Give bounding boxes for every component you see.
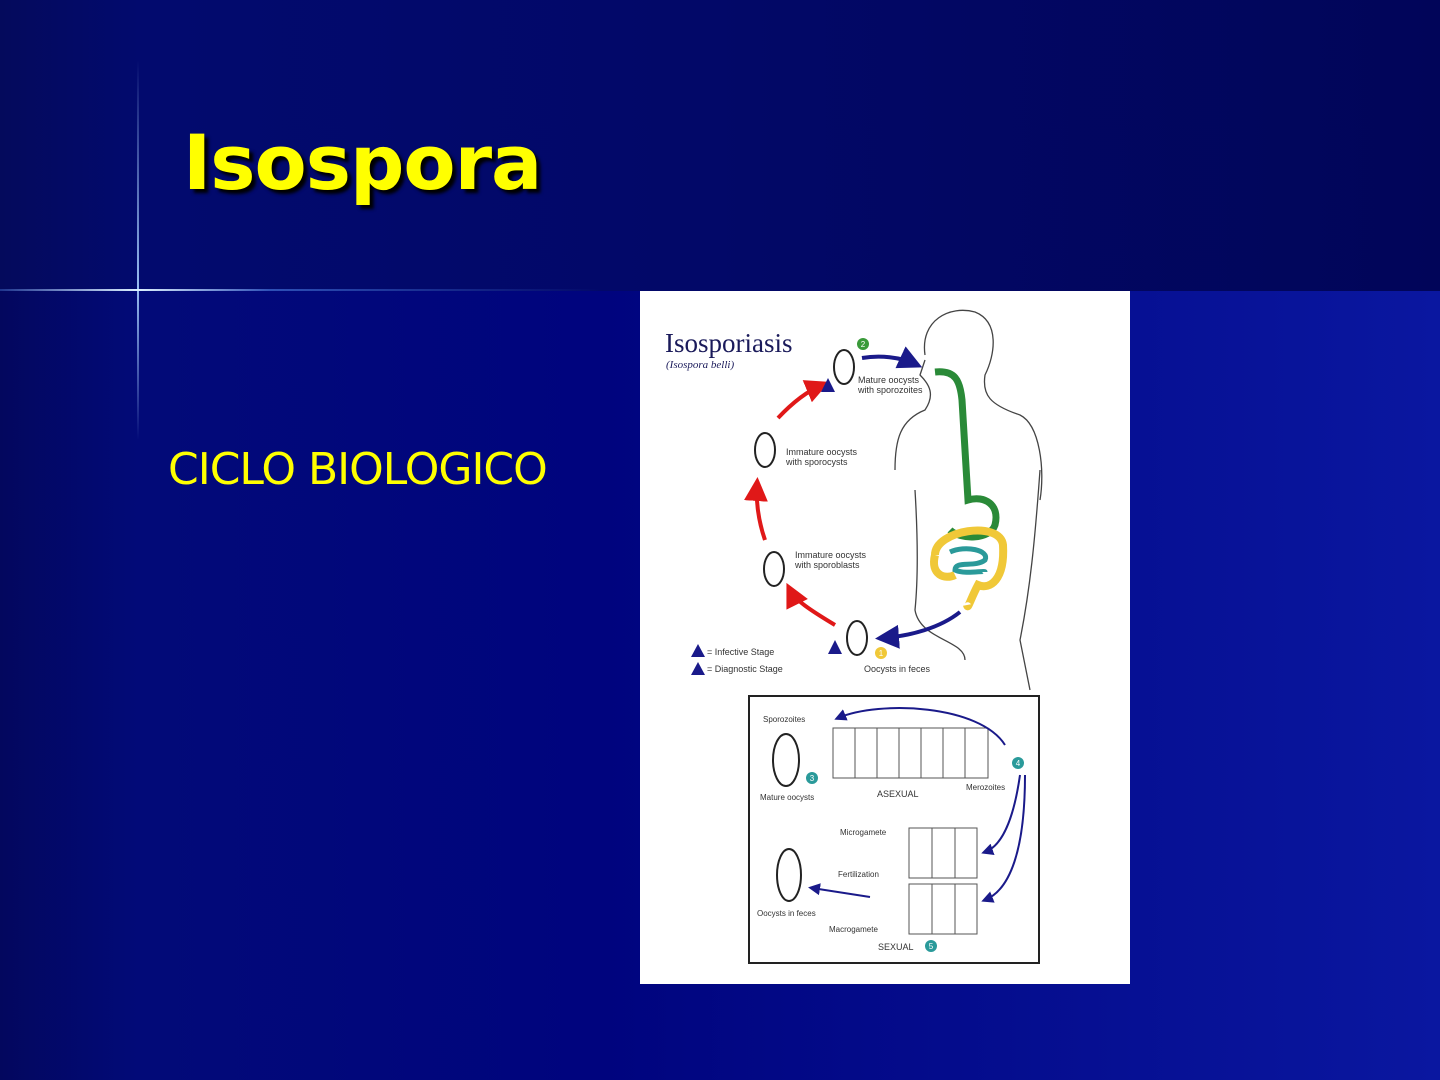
- cycle-arrow-red-3: [776, 380, 830, 420]
- title-band: [0, 0, 1440, 291]
- inset-fertilization: Fertilization: [838, 870, 879, 879]
- inset-feces-oocyst: [776, 848, 802, 902]
- inset-merozoites: Merozoites: [966, 783, 1005, 792]
- label-mature-2: with sporozoites: [857, 385, 923, 395]
- label-sporoblasts-1: Immature oocysts: [795, 550, 867, 560]
- figure-subtitle: (Isospora belli): [666, 359, 734, 371]
- inset-mature-oocysts: Mature oocysts: [760, 793, 814, 802]
- step-2-badge: [857, 338, 869, 350]
- inset-arrow-feces: [808, 883, 871, 898]
- slide-title: Isospora: [183, 118, 542, 207]
- step-4-number: 4: [1016, 759, 1021, 768]
- cycle-arrow-blue-bottom: [875, 610, 962, 649]
- human-body-outline: [894, 309, 1043, 691]
- label-sporocysts-2: with sporocysts: [785, 457, 848, 467]
- oocyst-sporoblasts: [763, 551, 785, 587]
- step-1-number: 1: [879, 649, 884, 658]
- colon: [930, 526, 1008, 611]
- oocyst-feces: [846, 620, 868, 656]
- inset-macrogamete: Macrogamete: [829, 925, 878, 934]
- inset-arrow-top: [834, 707, 1006, 746]
- step-5-badge: [925, 940, 937, 952]
- life-cycle-figure: Isosporiasis (Isospora belli) 2 1 Mature…: [640, 291, 1130, 984]
- inset-sexual: SEXUAL: [878, 942, 914, 952]
- figure-title: Isosporiasis: [665, 328, 793, 358]
- step-3-number: 3: [810, 774, 815, 783]
- inset-asexual: ASEXUAL: [877, 789, 919, 799]
- esophagus-stomach: [934, 368, 1000, 541]
- inset-sporozoites: Sporozoites: [763, 715, 805, 724]
- label-sporoblasts-2: with sporoblasts: [794, 560, 860, 570]
- cycle-arrow-red-1: [786, 582, 837, 627]
- infective-stage-icon: [821, 378, 835, 392]
- slide-bullet: CICLO BIOLOGICO: [168, 444, 548, 495]
- legend-diagnostic-icon: [691, 662, 705, 675]
- label-feces: Oocysts in feces: [864, 664, 931, 674]
- step-2-number: 2: [861, 340, 866, 349]
- step-1-badge: [875, 647, 887, 659]
- inset-arrow-macro: [981, 774, 1026, 903]
- label-sporocysts-1: Immature oocysts: [786, 447, 858, 457]
- inset-box: [748, 695, 1040, 964]
- legend-infective-icon: [691, 644, 705, 657]
- inset-oocysts-feces: Oocysts in feces: [757, 909, 816, 918]
- decorative-vertical-line: [137, 60, 139, 440]
- step-4-badge: [1012, 757, 1024, 769]
- asexual-cells: [832, 727, 989, 935]
- step-3-badge: [806, 772, 818, 784]
- inset-microgamete: Microgamete: [840, 828, 887, 837]
- label-mature-1: Mature oocysts: [858, 375, 920, 385]
- legend-diagnostic: = Diagnostic Stage: [707, 664, 783, 674]
- cycle-arrow-blue-top: [861, 346, 923, 369]
- inset-mature-oocyst: [772, 733, 800, 787]
- decorative-horizontal-line: [0, 289, 600, 291]
- small-intestine: [948, 546, 989, 575]
- diagnostic-stage-icon: [828, 640, 842, 654]
- step-5-number: 5: [929, 942, 934, 951]
- cycle-arrow-red-2: [743, 477, 768, 541]
- oocyst-mature: [833, 349, 855, 385]
- oocyst-sporocysts: [754, 432, 776, 468]
- inset-arrow-micro: [981, 774, 1021, 856]
- legend-infective: = Infective Stage: [707, 647, 774, 657]
